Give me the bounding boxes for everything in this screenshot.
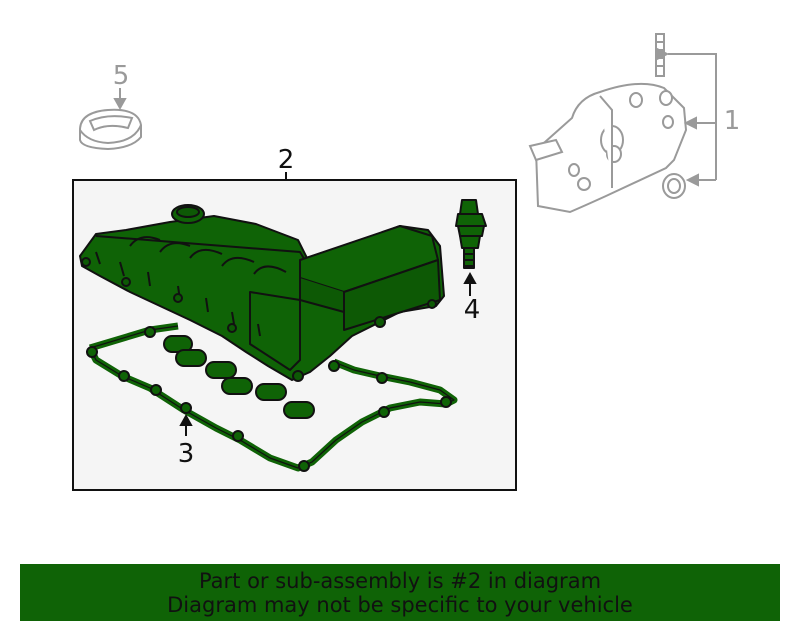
banner-line-1: Part or sub-assembly is #2 in diagram [198, 569, 602, 593]
callout-4: 4 [464, 295, 481, 325]
leader-5 [113, 88, 127, 111]
disclaimer-banner: Part or sub-assembly is #2 in diagram Di… [20, 564, 780, 621]
leader-4 [463, 271, 477, 296]
callout-2: 2 [278, 145, 295, 175]
leader-1 [656, 47, 717, 187]
parts-diagram: 5 1 [72, 33, 741, 491]
callout-3: 3 [178, 439, 195, 469]
gasket-part[interactable] [86, 322, 458, 472]
callout-1: 1 [724, 106, 741, 136]
bolt-part[interactable] [455, 199, 487, 269]
callout-5: 5 [113, 61, 130, 91]
leader-3 [179, 413, 193, 436]
oil-cap-part[interactable] [79, 108, 142, 151]
banner-line-2: Diagram may not be specific to your vehi… [167, 593, 633, 617]
timing-cover-part[interactable] [528, 33, 688, 214]
valve-cover-part[interactable] [79, 204, 445, 382]
